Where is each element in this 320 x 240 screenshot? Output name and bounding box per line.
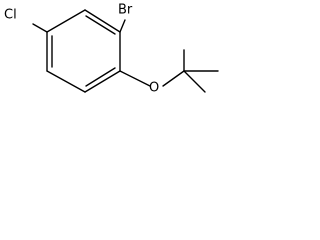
chemical-structure-diagram: Cl Br O [4, 3, 219, 96]
bond-ring-to-oxygen [119, 70, 151, 87]
ring-bond-2 [84, 9, 121, 33]
ring-bond-1 [46, 9, 86, 33]
ring-bond-5 [46, 70, 86, 93]
bond-ring-to-chlorine [32, 23, 48, 33]
ring-bond-4 [84, 70, 121, 93]
chlorine-label: Cl [4, 8, 17, 23]
bond-ring-to-bromine [119, 19, 126, 33]
bond-methyl-down [183, 70, 206, 93]
ring-double-bond-right [85, 67, 116, 87]
bromine-label: Br [118, 3, 133, 18]
bond-oxygen-to-tert-carbon [162, 70, 185, 87]
oxygen-label: O [149, 81, 159, 96]
ring-double-bond-top [85, 15, 116, 35]
benzene-ring [46, 9, 121, 93]
